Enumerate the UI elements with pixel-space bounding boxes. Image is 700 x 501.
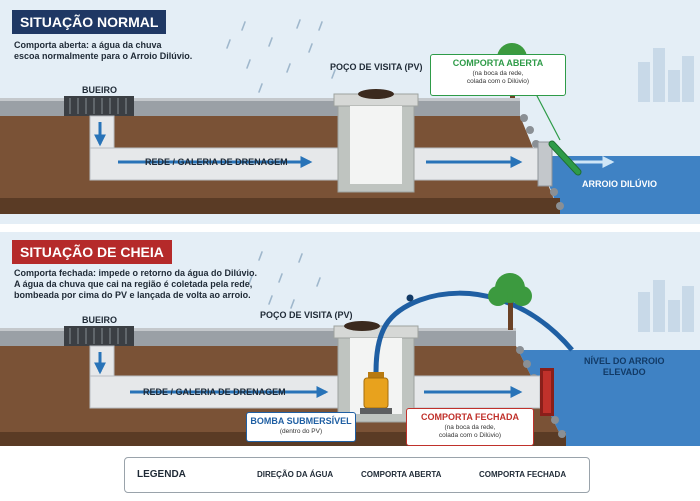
callout-gate-open: COMPORTA ABERTA (na boca da rede, colada… [430, 54, 566, 96]
title-normal: SITUAÇÃO NORMAL [12, 10, 167, 34]
legend-water-label: DIREÇÃO DA ÁGUA [257, 470, 334, 479]
label-river-flood: NÍVEL DO ARROIO ELEVADO [584, 356, 665, 377]
panel-normal [0, 0, 700, 224]
legend-title: LEGENDA [137, 469, 186, 480]
building-icon [638, 48, 694, 102]
hose-icon [373, 290, 574, 373]
label-bueiro-normal: BUEIRO [82, 85, 118, 95]
grate-icon [64, 96, 134, 116]
pump-icon [360, 372, 392, 414]
legend: LEGENDA DIREÇÃO DA ÁGUA COMPORTA ABERTA … [124, 457, 590, 493]
description-normal: Comporta aberta: a água da chuva escoa n… [14, 40, 193, 61]
legend-open-label: COMPORTA ABERTA [361, 470, 442, 479]
label-pv-normal: POÇO DE VISITA (PV) [330, 62, 423, 72]
bueiro-shaft [89, 115, 115, 153]
rain-drops [226, 19, 336, 93]
legend-closed-label: COMPORTA FECHADA [479, 470, 567, 479]
callout-pump-title: BOMBA SUBMERSÍVEL [250, 416, 352, 426]
river-flood [518, 350, 700, 446]
label-rede-normal: REDE / GALERIA DE DRENAGEM [145, 157, 288, 167]
label-bueiro-flood: BUEIRO [82, 315, 118, 325]
callout-pump: BOMBA SUBMERSÍVEL (dentro do PV) [246, 412, 356, 442]
callout-gate-closed: COMPORTA FECHADA (na boca da rede, colad… [406, 408, 534, 446]
label-river-normal: ARROIO DILÚVIO [582, 179, 658, 189]
manhole-cover-icon [358, 89, 394, 99]
gate-callout-pointer [535, 93, 561, 141]
title-flood: SITUAÇÃO DE CHEIA [12, 240, 172, 264]
rain-drops [248, 251, 321, 309]
callout-gate-closed-sub: (na boca da rede, colada com o Dilúvio) [438, 424, 502, 439]
callout-gate-closed-title: COMPORTA FECHADA [421, 412, 519, 422]
tree-icon [488, 273, 532, 330]
manhole-cover-icon [344, 321, 380, 331]
label-rede-flood: REDE / GALERIA DE DRENAGEM [143, 387, 286, 397]
drain-pipe-normal [89, 147, 551, 181]
callout-pump-sub: (dentro do PV) [279, 428, 323, 435]
building-icon [638, 280, 694, 332]
description-flood: Comporta fechada: impede o retorno da ág… [14, 268, 258, 300]
bueiro-shaft [89, 345, 115, 381]
callout-gate-open-sub: (na boca da rede, colada com o Dilúvio) [466, 70, 530, 85]
grate-icon [64, 326, 134, 346]
label-pv-flood: POÇO DE VISITA (PV) [260, 310, 353, 320]
callout-gate-open-title: COMPORTA ABERTA [452, 58, 544, 68]
